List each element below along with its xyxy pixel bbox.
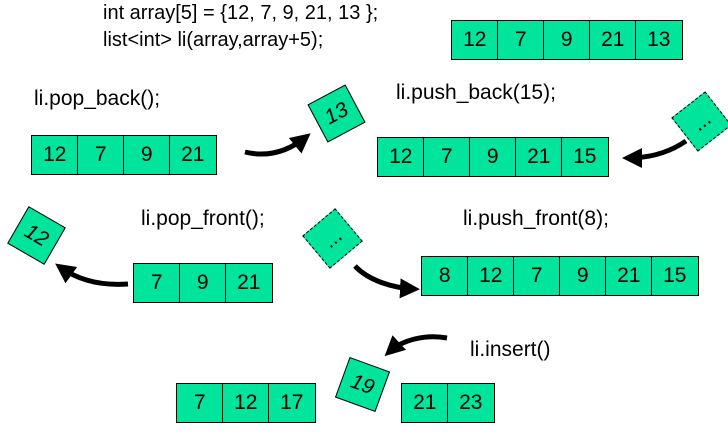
arrow-push-front [353,264,420,299]
insert-left-list: 7 12 17 [176,383,316,423]
list-cell: 9 [543,20,591,60]
list-cell: 8 [421,256,469,296]
arrow-pop-front [55,263,129,287]
code-line-2: list<int> li(array,array+5); [103,29,324,51]
list-cell: 21 [515,137,563,177]
list-cell: 21 [605,256,653,296]
list-cell: 9 [559,256,607,296]
list-cell: 15 [561,137,609,177]
inserted-tile-19: 19 [334,356,391,413]
list-cell: 7 [77,135,125,175]
list-cell: 9 [123,135,171,175]
push-back-list: 12 7 9 21 15 [377,137,609,177]
pop-back-label: li.pop_back(); [34,87,161,110]
list-cell: 17 [268,383,316,423]
list-cell: 12 [31,135,79,175]
removed-tile-12: 12 [7,206,66,265]
list-cell: 7 [423,137,471,177]
push-front-label: li.push_front(8); [463,207,609,230]
removed-tile-13: 13 [307,84,366,143]
insert-right-list: 21 23 [401,383,495,423]
ellipsis-label: ... [318,223,347,253]
list-cell: 7 [133,263,181,303]
list-cell: 7 [497,20,545,60]
list-cell: 12 [451,20,499,60]
pop-back-list: 12 7 9 21 [31,135,217,175]
push-front-list: 8 12 7 9 21 15 [421,256,699,296]
code-line-1: int array[5] = {12, 7, 9, 21, 13 }; [103,2,379,24]
list-cell: 7 [176,383,224,423]
incoming-tile-push-back: ... [671,91,728,152]
list-cell: 21 [169,135,217,175]
initial-list: 12 7 9 21 13 [451,20,683,60]
list-cell: 9 [179,263,227,303]
list-cell: 21 [401,383,449,423]
list-cell: 15 [651,256,699,296]
list-cell: 23 [447,383,495,423]
incoming-tile-push-front: ... [302,208,363,269]
arrow-insert [384,334,448,357]
list-cell: 21 [225,263,273,303]
arrow-pop-back [244,133,311,157]
pop-front-list: 7 9 21 [133,263,273,303]
list-cell: 12 [222,383,270,423]
code-block: int array[5] = {12, 7, 9, 21, 13 }; list<… [103,0,378,54]
list-cell: 7 [513,256,561,296]
list-cell: 9 [469,137,517,177]
arrow-push-back [622,138,688,168]
push-back-label: li.push_back(15); [396,81,556,104]
list-cell: 13 [635,20,683,60]
list-cell: 21 [589,20,637,60]
list-cell: 12 [467,256,515,296]
list-cell: 12 [377,137,425,177]
ellipsis-label: ... [687,106,716,136]
insert-label: li.insert() [470,338,551,361]
pop-front-label: li.pop_front(); [141,207,265,230]
